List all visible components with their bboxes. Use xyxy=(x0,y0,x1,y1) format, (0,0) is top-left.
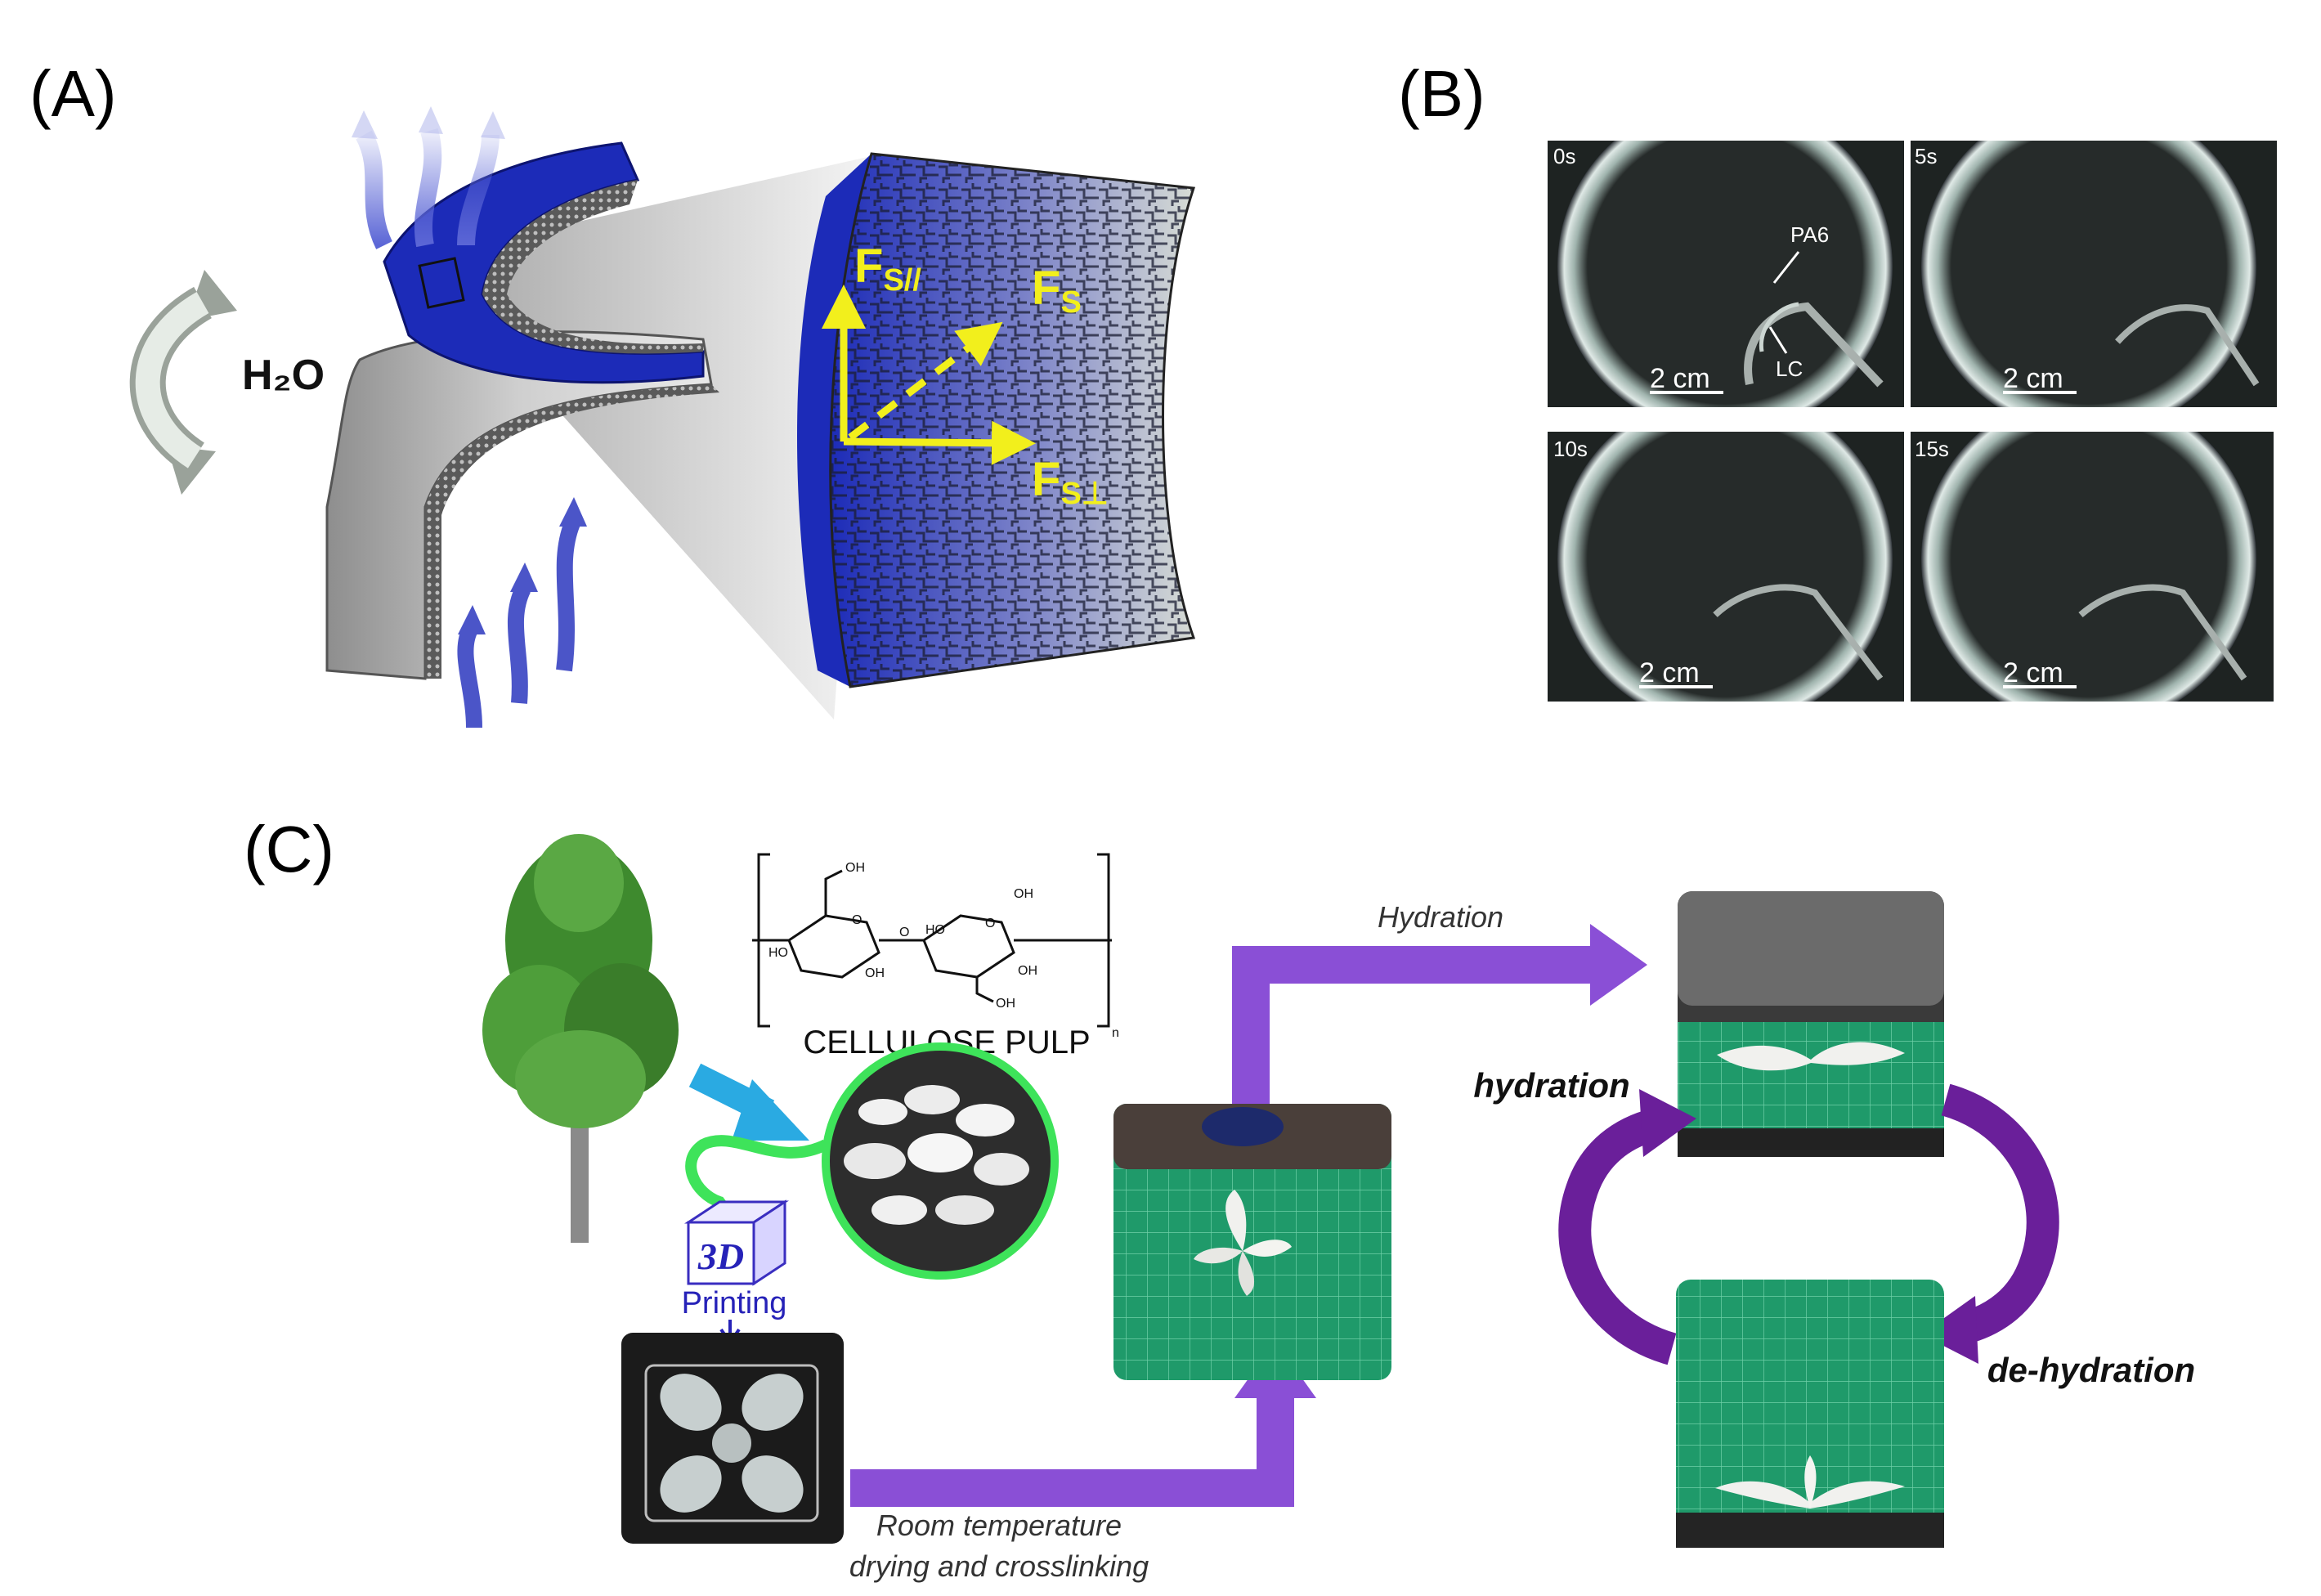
zoomed-block xyxy=(797,152,1196,688)
dried-flower-photo xyxy=(1113,1104,1391,1380)
frame-10s-time: 10s xyxy=(1553,437,1588,461)
frame-0s-scale: 2 cm xyxy=(1650,363,1710,394)
frame-5s xyxy=(1911,141,2277,407)
printed-flower-photo xyxy=(621,1333,844,1544)
frame-10s-scale: 2 cm xyxy=(1639,657,1700,688)
chem-atom: OH xyxy=(996,997,1015,1011)
dehydration-cycle-label: de-hydration xyxy=(1987,1351,2195,1389)
chem-atom: O xyxy=(985,917,995,930)
hydration-top-label: Hydration xyxy=(1378,900,1503,934)
frame-0s xyxy=(1548,141,1904,407)
frame-15s-time: 15s xyxy=(1915,437,1949,461)
water-label: H₂O xyxy=(242,352,325,399)
drying-label-line1: Room temperature xyxy=(876,1509,1122,1542)
force-parallel-label: FS// xyxy=(854,240,921,298)
tree-icon xyxy=(482,834,679,1243)
humidity-arrows-icon xyxy=(457,497,587,729)
frame-10s xyxy=(1548,432,1904,702)
panel-c: (C) OH HO OH HO OH OH OH O xyxy=(244,813,2195,1583)
panel-b-label: (B) xyxy=(1398,57,1485,130)
zoom-cone xyxy=(455,155,875,720)
force-perp-arrow xyxy=(843,420,1036,465)
force-vectors xyxy=(822,285,1036,465)
chem-atom: HO xyxy=(768,946,788,960)
bent-strip-edge xyxy=(482,180,703,354)
rotation-arrow-icon xyxy=(129,270,237,495)
chem-atom: O xyxy=(899,926,909,939)
force-perp-label: FS⊥ xyxy=(1032,453,1109,511)
frame-15s xyxy=(1911,432,2274,702)
hydration-cycle-arrow-icon xyxy=(1558,1089,1696,1365)
chem-atom: OH xyxy=(1014,887,1033,901)
force-total-label: FS xyxy=(1032,262,1082,320)
chem-atom: O xyxy=(852,913,862,927)
chem-atom: HO xyxy=(925,923,945,937)
drying-label-line2: drying and crosslinking xyxy=(849,1549,1149,1583)
dehydration-cycle-arrow-icon xyxy=(1921,1083,2059,1364)
steam-arrows-icon xyxy=(352,106,505,249)
frame-0s-pointer-lc xyxy=(1768,326,1788,354)
3d-label: 3D xyxy=(697,1235,744,1277)
hydration-cycle-label: hydration xyxy=(1473,1066,1629,1105)
panel-b: (B) 0s PA6 LC 2 cm 5s 2 cm 10s xyxy=(1398,57,2277,702)
hydration-arrow-icon xyxy=(1232,924,1647,1104)
3d-printer-icon xyxy=(683,1199,790,1286)
chem-atom: OH xyxy=(1018,964,1037,978)
chem-atom: OH xyxy=(845,861,865,875)
filament-line xyxy=(685,1135,829,1222)
pulp-photo xyxy=(822,1042,1059,1280)
dehydrated-flower-photo xyxy=(1676,1280,1944,1548)
chem-atom: n xyxy=(1112,1026,1119,1040)
frame-0s-annot-pa6: PA6 xyxy=(1790,222,1829,247)
tree-to-pulp-arrow-icon xyxy=(688,1063,809,1141)
hydrated-flower-photo xyxy=(1678,891,1944,1157)
frame-0s-pointer-pa6 xyxy=(1772,251,1800,284)
frame-0s-time: 0s xyxy=(1553,144,1575,168)
printing-label: Printing xyxy=(682,1286,787,1320)
panel-a: (A) H₂O xyxy=(29,57,1196,729)
cellulose-structure xyxy=(752,853,1112,1028)
panel-a-label: (A) xyxy=(29,57,117,130)
frame-0s-annot-lc: LC xyxy=(1776,356,1803,381)
frame-5s-scale: 2 cm xyxy=(2003,363,2063,394)
frame-15s-scale: 2 cm xyxy=(2003,657,2063,688)
force-total-arrow xyxy=(848,321,1003,441)
panel-c-label: (C) xyxy=(244,813,334,885)
zoom-box xyxy=(418,257,465,309)
chem-atom: OH xyxy=(865,966,885,980)
frame-5s-time: 5s xyxy=(1915,144,1937,168)
